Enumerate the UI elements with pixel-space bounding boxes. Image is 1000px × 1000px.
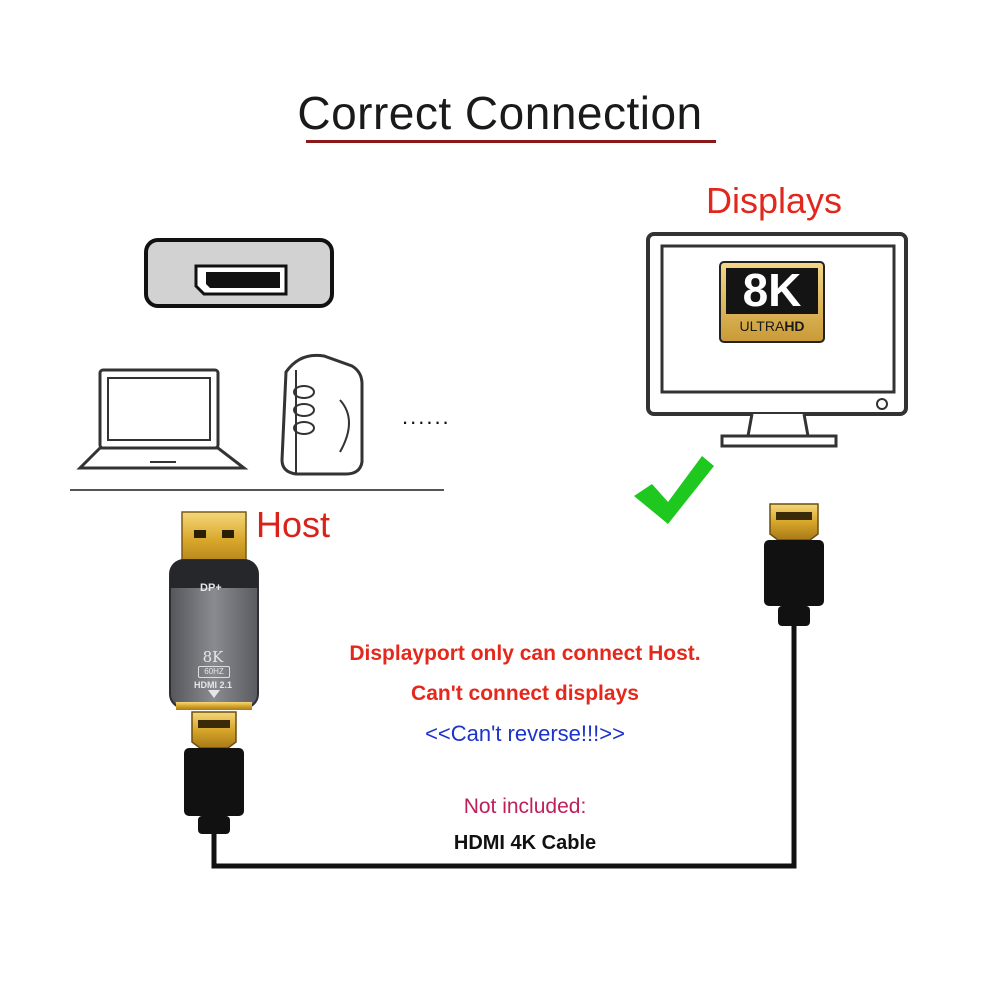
adapter-dp-label: DP+ <box>200 582 222 594</box>
page-title: Correct Connection <box>297 87 703 139</box>
dp-to-hdmi-adapter <box>169 559 259 710</box>
note-host-only: Displayport only can connect Host. <box>349 642 701 665</box>
badge-resolution: 8K <box>742 264 802 316</box>
hdmi-plug-icon <box>764 503 824 626</box>
desktop-tower-icon <box>280 353 364 476</box>
note-cant-reverse: <<Can't reverse!!!>> <box>425 721 625 746</box>
laptop-icon <box>76 368 249 470</box>
hdmi-plug-icon <box>184 711 244 834</box>
host-label: Host <box>256 504 331 545</box>
displayport-icon <box>144 238 334 308</box>
8k-ultra-hd-badge <box>719 261 825 343</box>
adapter-version: HDMI 2.1 <box>193 680 232 690</box>
badge-hd-text: HD <box>784 318 805 334</box>
hdmi-cable <box>211 614 797 869</box>
note-cable: HDMI 4K Cable <box>453 832 597 854</box>
adapter-resolution: 8K <box>202 648 224 666</box>
badge-ultra-text: ULTRA <box>739 318 785 334</box>
note-not-included: Not included: <box>463 795 587 818</box>
adapter-refresh: 60HZ <box>198 666 230 678</box>
title-underline <box>306 140 716 143</box>
note-no-displays: Can't connect displays <box>411 682 639 705</box>
badge-ultra-hd: ULTRAHD <box>728 318 816 334</box>
more-devices-ellipsis: ...... <box>402 404 451 429</box>
checkmark-icon <box>634 456 714 524</box>
displays-label: Displays <box>706 180 843 221</box>
